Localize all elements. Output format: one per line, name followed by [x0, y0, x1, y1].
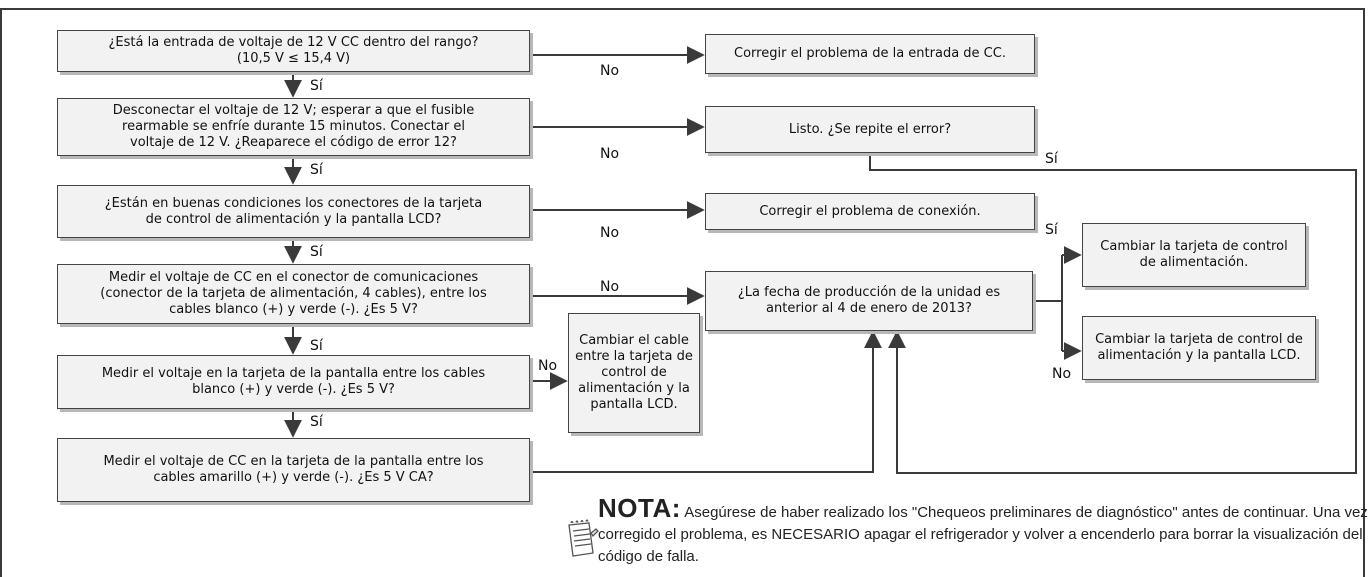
note-title: NOTA:	[598, 493, 681, 523]
action-fix-dc-input: Corregir el problema de la entrada de CC…	[705, 34, 1035, 74]
label-yes-5: Sí	[310, 414, 323, 430]
decision-measure-display-board: Medir el voltaje en la tarjeta de la pan…	[57, 355, 530, 409]
diagram-frame	[0, 8, 1365, 577]
label-yes-2: Sí	[310, 162, 323, 178]
action-replace-board-and-lcd: Cambiar la tarjeta de control de aliment…	[1082, 316, 1316, 380]
action-done-repeat: Listo. ¿Se repite el error?	[705, 106, 1035, 153]
label-yes-4: Sí	[310, 338, 323, 354]
label-yes-d7: Sí	[1045, 222, 1058, 238]
label-yes-1: Sí	[310, 78, 323, 94]
label-yes-3: Sí	[310, 244, 323, 260]
note-text: Asegúrese de haber realizado los "Cheque…	[598, 504, 1368, 565]
label-no-5: No	[538, 358, 558, 374]
decision-measure-yellow-green: Medir el voltaje de CC en la tarjeta de …	[57, 438, 530, 502]
arrow-a2-d7	[869, 153, 1357, 474]
action-replace-power-board: Cambiar la tarjeta de control de aliment…	[1082, 223, 1306, 287]
notepad-pencil-icon	[568, 519, 599, 557]
label-yes-repeat: Sí	[1045, 151, 1058, 167]
decision-voltage-range: ¿Está la entrada de voltaje de 12 V CC d…	[57, 30, 530, 72]
decision-reset-fuse: Desconectar el voltaje de 12 V; esperar …	[57, 98, 530, 156]
decision-connectors-condition: ¿Están en buenas condiciones los conecto…	[57, 185, 530, 238]
label-no-2: No	[600, 146, 620, 162]
action-fix-connection: Corregir el problema de conexión.	[705, 193, 1035, 230]
arrow-d6-d7	[530, 330, 882, 473]
action-replace-cable: Cambiar el cable entre la tarjeta de con…	[568, 313, 700, 433]
label-no-3: No	[600, 225, 620, 241]
decision-measure-comm-connector: Medir el voltaje de CC en el conector de…	[57, 264, 530, 324]
label-no-4: No	[600, 279, 620, 295]
label-no-d7: No	[1052, 366, 1072, 382]
label-no-1: No	[600, 63, 620, 79]
note: NOTA: Asegúrese de haber realizado los "…	[598, 495, 1368, 568]
decision-production-date: ¿La fecha de producción de la unidad es …	[705, 271, 1033, 331]
